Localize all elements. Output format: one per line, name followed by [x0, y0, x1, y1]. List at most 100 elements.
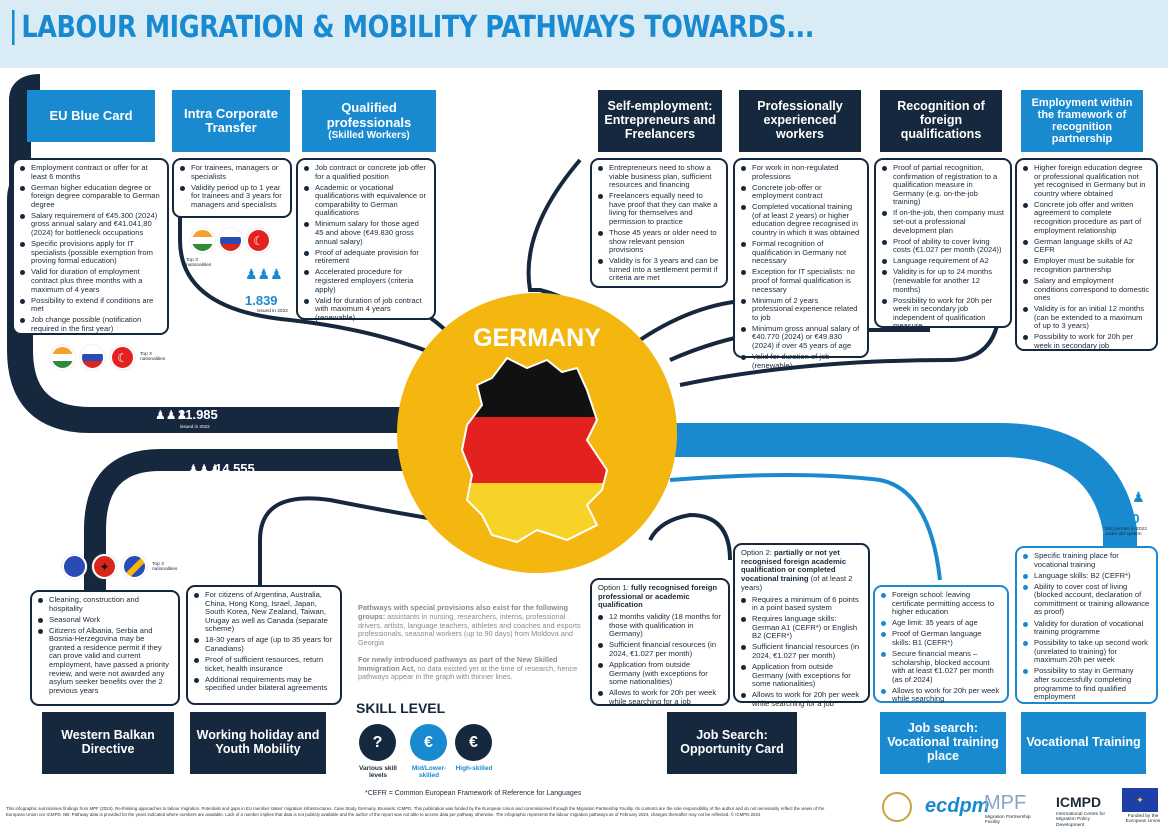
- germany-map: [460, 356, 609, 544]
- list-item: Concrete job offer and written agreement…: [1023, 200, 1150, 235]
- list-item: Possibility to work for 20h per week in …: [882, 296, 1004, 331]
- list-item: Job change possible (notification requir…: [20, 315, 161, 333]
- western-balkan-box: Cleaning, construction and hospitality S…: [30, 590, 180, 706]
- recognition-tag: Recognition of foreign qualifications: [880, 90, 1002, 152]
- vocational-stat-value: 9.260: [1107, 511, 1140, 526]
- list-item: Requires language skills: German A1 (CEF…: [741, 614, 862, 641]
- list-item: Sufficient financial resources (in 2024,…: [741, 643, 862, 660]
- list-item: Valid for duration of employment contrac…: [20, 268, 161, 294]
- list-item: Proof of sufficient resources, return ti…: [194, 655, 334, 673]
- icmpd-sub: International Centre for Migration Polic…: [1056, 812, 1106, 828]
- russia-flag-icon: [80, 345, 105, 370]
- germany-label: GERMANY: [473, 324, 601, 352]
- high-skill-label: High-skilled: [455, 765, 493, 772]
- blue-card-first-stat-value: 14.555: [215, 461, 255, 476]
- recognition-box: Proof of partial recognition, confirmati…: [874, 158, 1012, 331]
- list-item: Valid for duration of job contract with …: [304, 296, 428, 323]
- partnership-tag: Employment within the framework of recog…: [1021, 90, 1143, 152]
- icmpd-logo: ICMPD: [1056, 794, 1102, 810]
- vocational-training-tag: Vocational Training: [1021, 712, 1146, 774]
- various-skill-label: Various skill levels: [359, 765, 397, 780]
- ict-people-icon: ♟♟♟: [245, 266, 283, 282]
- list-item: Possibility to work for 20h per week in …: [1023, 333, 1150, 350]
- list-item: Entrepreneurs need to show a viable busi…: [598, 163, 720, 190]
- list-item: Concrete job-offer or employment contrac…: [741, 183, 861, 201]
- list-item: Employment contract or offer for at leas…: [20, 163, 161, 181]
- bosnia-flag-icon: [122, 554, 147, 579]
- list-item: Language requirement of A2: [882, 257, 1004, 266]
- ict-title: Intra Corporate Transfer: [184, 105, 278, 135]
- ict-tag: Intra Corporate Transfer: [172, 90, 290, 152]
- list-item: For work in non-regulated professions: [741, 163, 861, 181]
- list-item: Academic or vocational qualifications wi…: [304, 183, 428, 218]
- list-item: Seasonal Work: [38, 615, 172, 625]
- list-item: Application from outside Germany (with e…: [598, 660, 722, 687]
- coins-high-icon: €: [455, 724, 492, 761]
- list-item: Application from outside Germany (with e…: [741, 662, 862, 689]
- list-item: Citizens of Albania, Serbia and Bosnia-H…: [38, 626, 172, 696]
- list-item: Proof of ability to cover living costs (…: [882, 237, 1004, 255]
- special-provisions-note: Pathways with special provisions also ex…: [358, 603, 581, 682]
- list-item: Allows to work for 20h per week while se…: [598, 688, 722, 706]
- seal-logo-icon: [882, 792, 912, 822]
- list-item: 12 months validity (18 months for those …: [598, 612, 722, 639]
- turkey-flag-icon: ☾: [110, 345, 135, 370]
- list-item: Job contract or concrete job offer for a…: [304, 163, 428, 181]
- russia-flag-icon: [218, 228, 243, 253]
- blue-card-first-stat-caption: first permits in 2022: [216, 478, 257, 483]
- eu-blue-card-list: Employment contract or offer for at leas…: [20, 163, 161, 333]
- ict-box: For trainees, managers or specialists Va…: [172, 158, 292, 218]
- list-item: Cleaning, construction and hospitality: [38, 595, 172, 613]
- job-search-option1-box: Option 1: fully recognised foreign profe…: [590, 578, 730, 706]
- india-flag-icon: [50, 345, 75, 370]
- list-item: Validity for duration of vocational trai…: [1023, 619, 1150, 637]
- vocational-training-title: Vocational Training: [1026, 735, 1141, 750]
- list-item: Specific training place for vocational t…: [1023, 551, 1150, 569]
- option2-heading: Option 2: partially or not yet recognise…: [741, 548, 853, 592]
- question-icon: ?: [359, 724, 396, 761]
- list-item: Additional requirements may be specified…: [194, 675, 334, 693]
- eu-blue-card-tag: EU Blue Card: [27, 90, 155, 142]
- list-item: Ability to cover cost of living (blocked…: [1023, 582, 1150, 617]
- mpf-sub: Migration Partnership Facility: [985, 815, 1031, 826]
- kosovo-flag-icon: [62, 554, 87, 579]
- ict-stat-caption: issued in 2022: [257, 309, 288, 314]
- list-item: Validity is for 3 years and can be turne…: [598, 257, 720, 283]
- working-holiday-box: For citizens of Argentina, Australia, Ch…: [186, 585, 342, 705]
- list-item: Possibility to extend if conditions are …: [20, 296, 161, 314]
- footer-disclaimer: This infographic summarises findings fro…: [6, 806, 825, 817]
- list-item: Minimum salary for those aged 45 and abo…: [304, 220, 428, 246]
- list-item: Salary and employment conditions corresp…: [1023, 276, 1150, 303]
- list-item: Age limit: 35 years of age: [881, 619, 1001, 628]
- blue-card-stat-caption: issued in 2022: [180, 424, 210, 429]
- list-item: Foreign school: leaving certificate perm…: [881, 590, 1001, 617]
- qualified-title: Qualified professionals: [326, 100, 412, 130]
- experienced-title: Professionally experienced workers: [757, 99, 843, 141]
- list-item: For trainees, managers or specialists: [180, 163, 284, 181]
- ict-stat-value: 1.839: [245, 293, 278, 308]
- partnership-title: Employment within the framework of recog…: [1031, 96, 1133, 146]
- list-item: Higher foreign education degree or profe…: [1023, 163, 1150, 198]
- list-item: Possibility to stay in Germany after suc…: [1023, 667, 1150, 701]
- ecdpm-logo: ecdpm: [925, 795, 990, 817]
- job-search-title: Job Search: Opportunity Card: [680, 728, 784, 756]
- skill-level-title: SKILL LEVEL: [356, 700, 446, 716]
- vocational-place-title: Job search: Vocational training place: [887, 721, 999, 763]
- list-item: Validity is for up to 24 months (renewab…: [882, 268, 1004, 294]
- list-item: 18-30 years of age (up to 35 years for C…: [194, 636, 334, 653]
- page-title: LABOUR MIGRATION & MOBILITY PATHWAYS TOW…: [12, 10, 990, 45]
- list-item: Employer must be suitable for recognitio…: [1023, 256, 1150, 274]
- partnership-box: Higher foreign education degree or profe…: [1015, 158, 1158, 351]
- list-item: Valid for duration of job (renewable): [741, 352, 861, 370]
- mid-skill-label: Mid/Lower-skilled: [411, 765, 447, 780]
- list-item: Secure financial means – scholarship, bl…: [881, 649, 1001, 684]
- list-item: Allows to work for 20h per week while se…: [741, 691, 862, 708]
- self-employment-tag: Self-employment: Entrepreneurs and Freel…: [598, 90, 722, 152]
- vocational-training-box: Specific training place for vocational t…: [1015, 546, 1158, 704]
- coins-icon: €: [410, 724, 447, 761]
- option1-heading: Option 1: fully recognised foreign profe…: [598, 583, 718, 610]
- qualified-tag: Qualified professionals (Skilled Workers…: [302, 90, 436, 152]
- list-item: Minimum gross annual salary of €40.770 (…: [741, 324, 861, 351]
- ict-top3-label: Top 3 nationalities: [186, 258, 212, 269]
- list-item: Proof of partial recognition, confirmati…: [882, 163, 1004, 207]
